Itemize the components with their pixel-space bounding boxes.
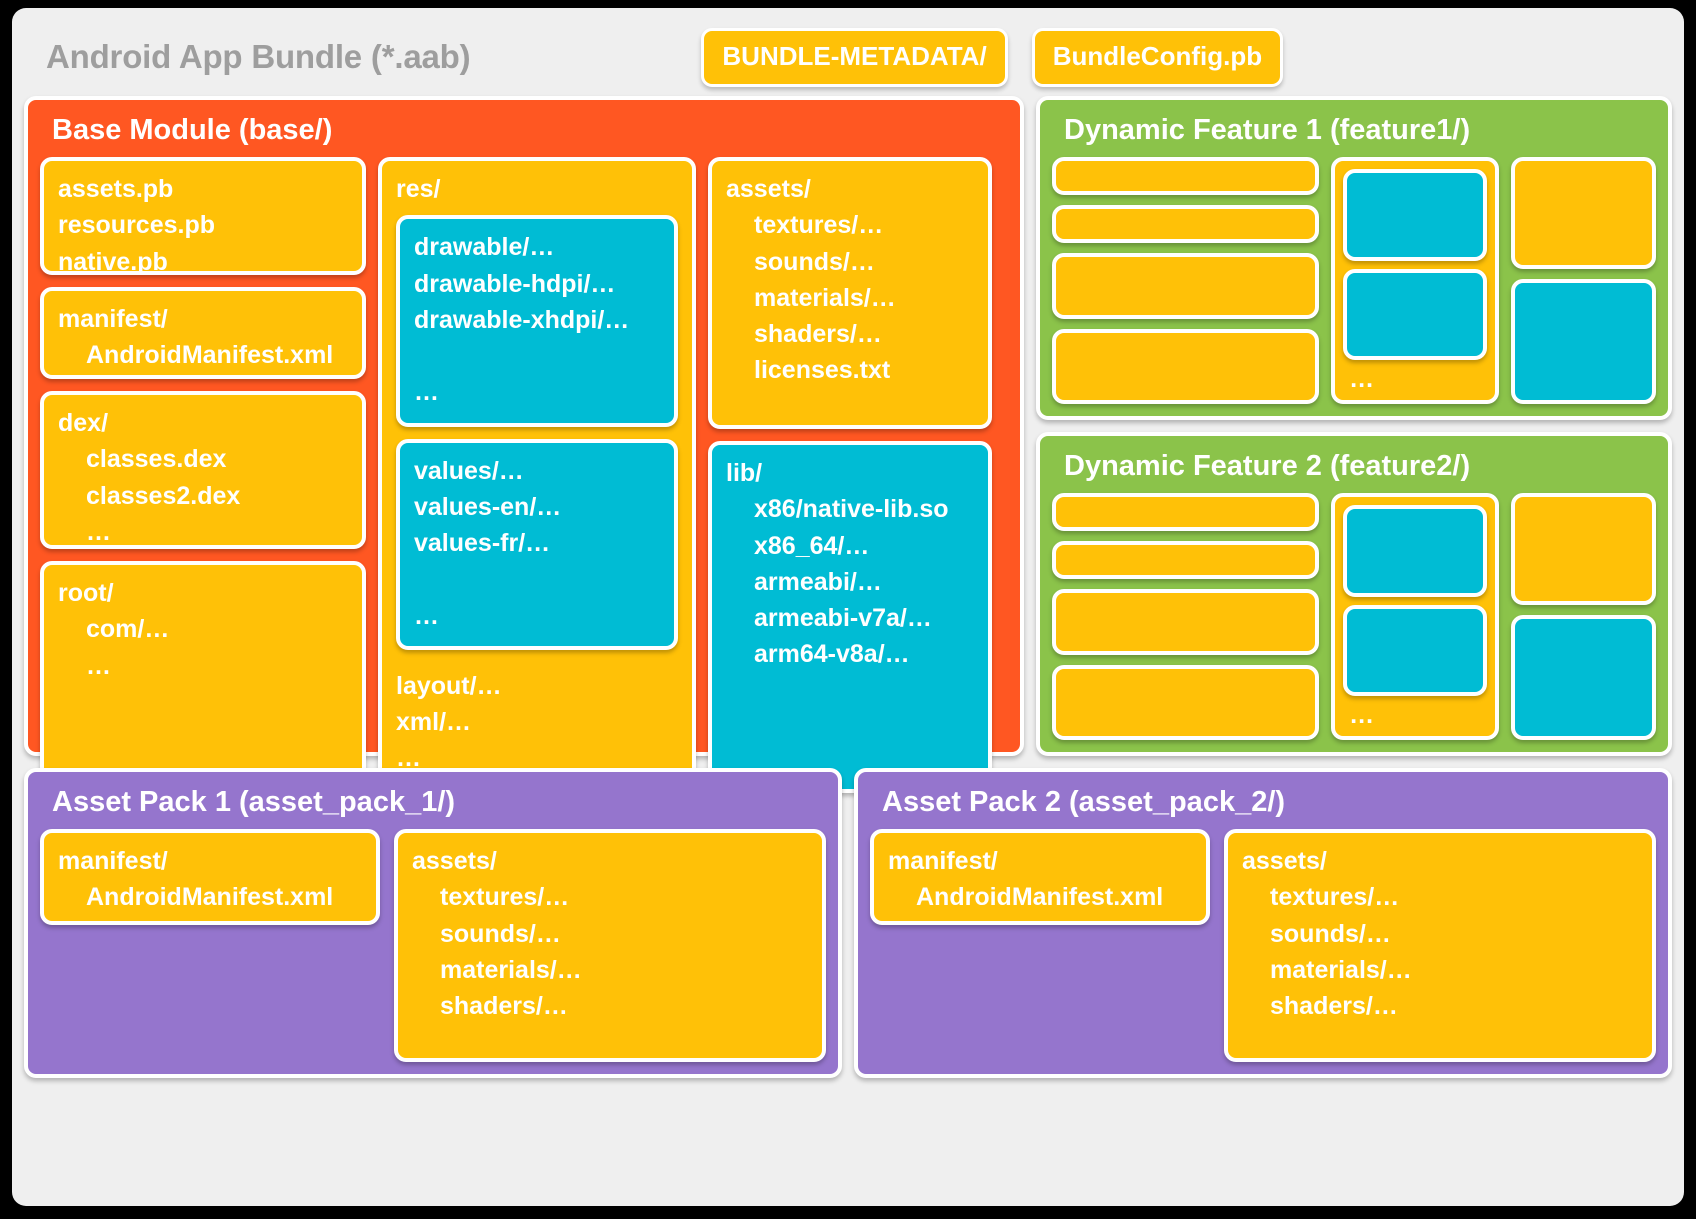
card-lib[interactable]: lib/ x86/native-lib.so x86_64/… armeabi/… [708, 441, 992, 793]
feature1-card-3[interactable] [1052, 253, 1320, 319]
feature2-res-card[interactable]: … [1331, 493, 1499, 740]
asset-pack-1-manifest-label: manifest/ [58, 847, 168, 875]
lib-children: x86/native-lib.so x86_64/… armeabi/… arm… [754, 495, 949, 669]
base-assets-label: assets/ [726, 175, 811, 203]
base-module-panel: Base Module (base/) assets.pb resources.… [24, 96, 1024, 793]
feature1-card-4[interactable] [1052, 329, 1320, 404]
asset-pack-2-title: Asset Pack 2 (asset_pack_2/) [882, 786, 1286, 818]
asset-pack-1-assets-children: textures/… sounds/… materials/… shaders/… [440, 883, 582, 1020]
base-module-columns: assets.pb resources.pb native.pb manifes… [40, 157, 1008, 793]
asset-pack-2-manifest-label: manifest/ [888, 847, 998, 875]
feature1-card-2[interactable] [1052, 205, 1320, 243]
feature2-lib-card[interactable] [1511, 615, 1656, 740]
bundle-main-row: Base Module (base/) assets.pb resources.… [24, 96, 1672, 793]
feature2-res-nested-1[interactable] [1343, 505, 1487, 597]
res-label: res/ [396, 175, 441, 203]
res-tail-text: layout/… xml/… … [396, 671, 502, 773]
base-column-protos-manifest-dex-root: assets.pb resources.pb native.pb manifes… [40, 157, 366, 793]
dynamic-feature-2-body: … [1052, 493, 1656, 740]
dynamic-feature-2-title: Dynamic Feature 2 (feature2/) [1064, 450, 1471, 482]
feature2-res-nested-2[interactable] [1343, 604, 1487, 696]
base-column-res: res/ drawable/… drawable-hdpi/… drawable… [378, 157, 696, 793]
card-base-assets[interactable]: assets/ textures/… sounds/… materials/… … [708, 157, 992, 429]
base-assets-children: textures/… sounds/… materials/… shaders/… [754, 211, 896, 385]
base-manifest-child: AndroidManifest.xml [86, 341, 334, 370]
dex-label: dex/ [58, 409, 109, 437]
card-res-values[interactable]: values/… values-en/… values-fr/… … [396, 438, 678, 650]
feature1-res-nested-1[interactable] [1343, 169, 1487, 261]
dynamic-feature-1-title: Dynamic Feature 1 (feature1/) [1064, 114, 1471, 146]
asset-pack-2-manifest-card[interactable]: manifest/ AndroidManifest.xml [870, 829, 1210, 925]
feature2-middle-column: … [1331, 493, 1499, 740]
android-app-bundle-container: Android App Bundle (*.aab) BUNDLE-METADA… [12, 8, 1684, 1206]
feature2-left-column [1052, 493, 1320, 740]
asset-pack-2-assets-label: assets/ [1242, 847, 1327, 875]
page-title: Android App Bundle (*.aab) [46, 38, 471, 75]
asset-pack-2-assets-card[interactable]: assets/ textures/… sounds/… materials/… … [1224, 829, 1656, 1062]
chip-bundle-config[interactable]: BundleConfig.pb [1031, 27, 1284, 87]
asset-pack-2-assets-children: textures/… sounds/… materials/… shaders/… [1270, 883, 1412, 1020]
asset-pack-1-panel: Asset Pack 1 (asset_pack_1/) manifest/ A… [24, 768, 842, 1078]
root-label: root/ [58, 579, 114, 607]
asset-pack-2-manifest-child: AndroidManifest.xml [916, 883, 1164, 912]
feature1-res-ellipsis: … [1349, 365, 1375, 393]
card-dex[interactable]: dex/ classes.dex classes2.dex … [40, 391, 366, 549]
feature1-middle-column: … [1331, 157, 1499, 404]
card-root[interactable]: root/ com/… … [40, 561, 366, 793]
base-manifest-label: manifest/ [58, 305, 168, 333]
base-module-title: Base Module (base/) [52, 114, 333, 146]
asset-pack-1-body: manifest/ AndroidManifest.xml assets/ te… [40, 829, 826, 1062]
asset-packs-row: Asset Pack 1 (asset_pack_1/) manifest/ A… [24, 768, 1672, 1078]
feature1-right-column [1511, 157, 1656, 404]
dynamic-feature-2-panel: Dynamic Feature 2 (feature2/) … [1036, 432, 1672, 756]
asset-pack-1-manifest-child: AndroidManifest.xml [86, 883, 334, 912]
metadata-chip-group: BUNDLE-METADATA/ BundleConfig.pb [701, 27, 1284, 87]
asset-pack-1-title: Asset Pack 1 (asset_pack_1/) [52, 786, 456, 818]
asset-pack-2-panel: Asset Pack 2 (asset_pack_2/) manifest/ A… [854, 768, 1672, 1078]
feature2-card-1[interactable] [1052, 493, 1320, 531]
card-base-manifest[interactable]: manifest/ AndroidManifest.xml [40, 287, 366, 379]
dex-children: classes.dex classes2.dex … [86, 445, 241, 546]
res-drawables-text: drawable/… drawable-hdpi/… drawable-xhdp… [414, 233, 630, 407]
card-res-drawables[interactable]: drawable/… drawable-hdpi/… drawable-xhdp… [396, 215, 678, 427]
feature2-card-3[interactable] [1052, 589, 1320, 655]
asset-pack-1-assets-label: assets/ [412, 847, 497, 875]
feature2-assets-card[interactable] [1511, 493, 1656, 605]
root-children: com/… … [86, 615, 170, 680]
feature2-right-column [1511, 493, 1656, 740]
dynamic-features-column: Dynamic Feature 1 (feature1/) … [1036, 96, 1672, 756]
dynamic-feature-1-body: … [1052, 157, 1656, 404]
asset-pack-2-body: manifest/ AndroidManifest.xml assets/ te… [870, 829, 1656, 1062]
feature2-card-4[interactable] [1052, 665, 1320, 740]
card-res[interactable]: res/ drawable/… drawable-hdpi/… drawable… [378, 157, 696, 793]
proto-files-text: assets.pb resources.pb native.pb [58, 175, 216, 276]
feature1-res-card[interactable]: … [1331, 157, 1499, 404]
feature1-lib-card[interactable] [1511, 279, 1656, 404]
feature1-card-1[interactable] [1052, 157, 1320, 195]
chip-bundle-metadata[interactable]: BUNDLE-METADATA/ [701, 27, 1008, 87]
feature1-res-nested-2[interactable] [1343, 268, 1487, 360]
dynamic-feature-1-panel: Dynamic Feature 1 (feature1/) … [1036, 96, 1672, 420]
feature1-left-column [1052, 157, 1320, 404]
feature1-assets-card[interactable] [1511, 157, 1656, 269]
res-values-text: values/… values-en/… values-fr/… … [414, 456, 562, 630]
card-proto-files[interactable]: assets.pb resources.pb native.pb [40, 157, 366, 276]
base-column-assets-lib: assets/ textures/… sounds/… materials/… … [708, 157, 992, 793]
feature2-card-2[interactable] [1052, 541, 1320, 579]
asset-pack-1-manifest-card[interactable]: manifest/ AndroidManifest.xml [40, 829, 380, 925]
feature2-res-ellipsis: … [1349, 701, 1375, 729]
lib-label: lib/ [726, 459, 763, 487]
bundle-header: Android App Bundle (*.aab) BUNDLE-METADA… [24, 18, 1672, 96]
asset-pack-1-assets-card[interactable]: assets/ textures/… sounds/… materials/… … [394, 829, 826, 1062]
